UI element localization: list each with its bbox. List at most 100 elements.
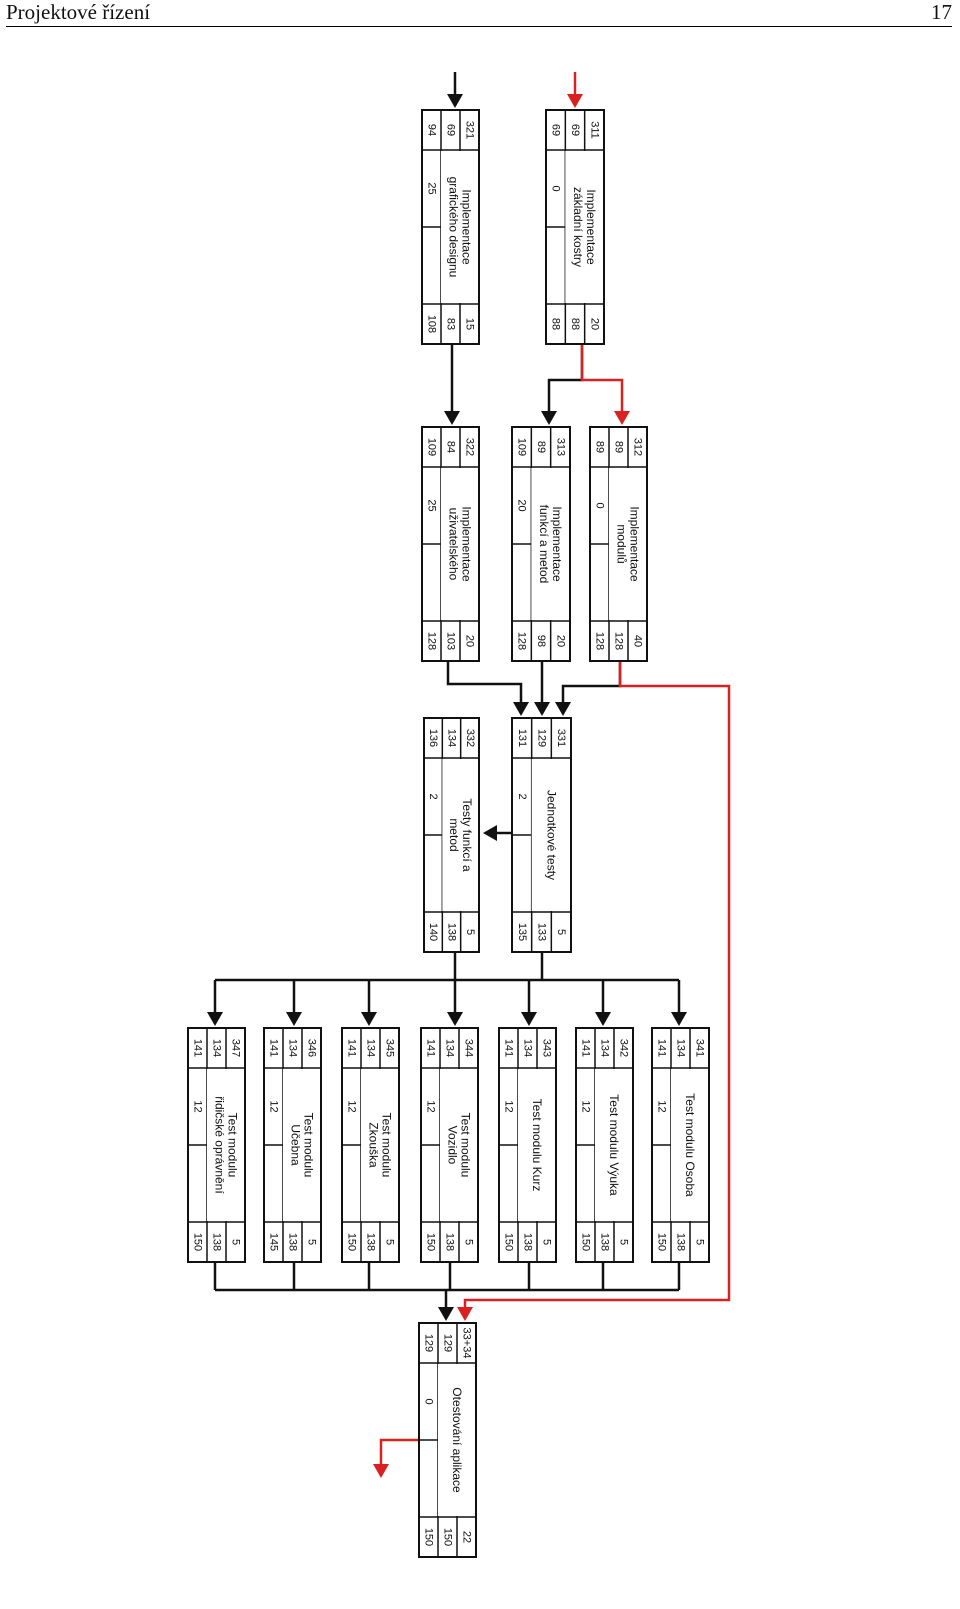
node-early-start: 129 xyxy=(536,729,548,747)
node-early-finish: 138 xyxy=(365,1233,377,1251)
node-slack: 20 xyxy=(516,499,528,511)
node-early-start: 134 xyxy=(446,729,458,747)
node-early-finish: 138 xyxy=(444,1233,456,1251)
node-early-finish: 98 xyxy=(535,635,547,647)
node-late-start: 141 xyxy=(192,1039,204,1057)
node-slack: 12 xyxy=(503,1100,515,1112)
arrow-head xyxy=(521,1012,537,1026)
page-title: Projektové řízení xyxy=(6,0,151,24)
node-early-finish: 150 xyxy=(442,1528,454,1546)
node-name: Implementace xyxy=(460,506,474,582)
node-late-start: 129 xyxy=(423,1334,435,1352)
node-name: Implementace xyxy=(550,506,564,582)
node-slack: 25 xyxy=(426,499,438,511)
node-early-finish: 88 xyxy=(569,318,581,330)
node-early-start: 69 xyxy=(445,124,457,136)
edge-322-331 xyxy=(446,661,523,703)
node-name: Implementace xyxy=(584,189,598,265)
node-late-finish: 135 xyxy=(516,923,528,941)
node-code: 342 xyxy=(618,1039,630,1057)
node-name: Test modulu xyxy=(226,1113,240,1178)
node-code: 346 xyxy=(306,1039,318,1057)
node-early-finish: 128 xyxy=(613,632,625,650)
node-early-start: 134 xyxy=(287,1039,299,1057)
node-name: Test modulu xyxy=(302,1113,316,1178)
node-late-start: 109 xyxy=(426,438,438,456)
node-duration: 5 xyxy=(306,1239,318,1245)
node-late-finish: 150 xyxy=(346,1233,358,1251)
node-slack: 12 xyxy=(192,1100,204,1112)
node-early-start: 89 xyxy=(535,441,547,453)
node-name: řidičské oprávnění xyxy=(213,1096,227,1194)
node-duration: 40 xyxy=(632,635,644,647)
node-duration: 5 xyxy=(555,929,567,935)
node-duration: 5 xyxy=(618,1239,630,1245)
node-name: Test modulu Kurz xyxy=(530,1099,544,1192)
node-name: metod xyxy=(447,818,461,851)
arrow-head xyxy=(373,1464,389,1478)
arrow-head xyxy=(207,1012,223,1026)
node-late-start: 141 xyxy=(268,1039,280,1057)
node-code: 33+34 xyxy=(461,1328,473,1359)
node-late-finish: 150 xyxy=(425,1233,437,1251)
node-late-finish: 108 xyxy=(426,315,438,333)
node-early-start: 134 xyxy=(444,1039,456,1057)
node-duration: 5 xyxy=(463,1239,475,1245)
node-code: 345 xyxy=(384,1039,396,1057)
edge-312-final xyxy=(463,661,731,1308)
node-early-start: 134 xyxy=(365,1039,377,1057)
node-late-finish: 145 xyxy=(268,1233,280,1251)
node-late-finish: 128 xyxy=(516,632,528,650)
node-code: 331 xyxy=(555,729,567,747)
node-code: 322 xyxy=(464,438,476,456)
node-late-finish: 150 xyxy=(192,1233,204,1251)
arrow-head xyxy=(444,411,460,425)
node-duration: 20 xyxy=(464,635,476,647)
page-number: 17 xyxy=(931,0,952,24)
node-late-start: 141 xyxy=(656,1039,668,1057)
node-early-finish: 138 xyxy=(446,923,458,941)
node-duration: 15 xyxy=(464,318,476,330)
edge-312-331 xyxy=(561,661,622,703)
arrow-head xyxy=(286,1012,302,1026)
node-late-start: 141 xyxy=(503,1039,515,1057)
node-code: 341 xyxy=(694,1039,706,1057)
node-early-start: 134 xyxy=(599,1039,611,1057)
edge-311-312 xyxy=(580,344,624,412)
arrow-head xyxy=(447,1012,463,1026)
node-late-finish: 88 xyxy=(550,318,562,330)
node-late-finish: 128 xyxy=(594,632,606,650)
node-code: 321 xyxy=(464,121,476,139)
arrow-head xyxy=(541,411,557,425)
node-duration: 5 xyxy=(464,929,476,935)
node-name: Test modulu Výuka xyxy=(607,1094,621,1196)
arrow-head xyxy=(483,825,497,841)
activity-node: 322208410310925128Implementaceuživatelsk… xyxy=(421,426,480,662)
node-name: Implementace xyxy=(628,506,642,582)
node-early-start: 134 xyxy=(522,1039,534,1057)
node-late-start: 141 xyxy=(580,1039,592,1057)
node-early-finish: 138 xyxy=(675,1233,687,1251)
node-name: Otestování aplikace xyxy=(450,1387,464,1493)
arrow-head xyxy=(671,1012,687,1026)
node-early-start: 69 xyxy=(569,124,581,136)
edge-final-out xyxy=(379,1438,419,1465)
node-name: Testy funkcí a xyxy=(460,798,474,872)
node-slack: 2 xyxy=(516,793,528,799)
arrow-head xyxy=(567,94,583,108)
node-late-finish: 150 xyxy=(656,1233,668,1251)
node-code: 311 xyxy=(588,121,600,139)
node-code: 312 xyxy=(632,438,644,456)
node-name: základní kostry xyxy=(571,187,585,267)
node-name: Test modulu xyxy=(459,1113,473,1178)
node-name: modulů xyxy=(615,524,629,563)
node-slack: 0 xyxy=(423,1398,435,1404)
